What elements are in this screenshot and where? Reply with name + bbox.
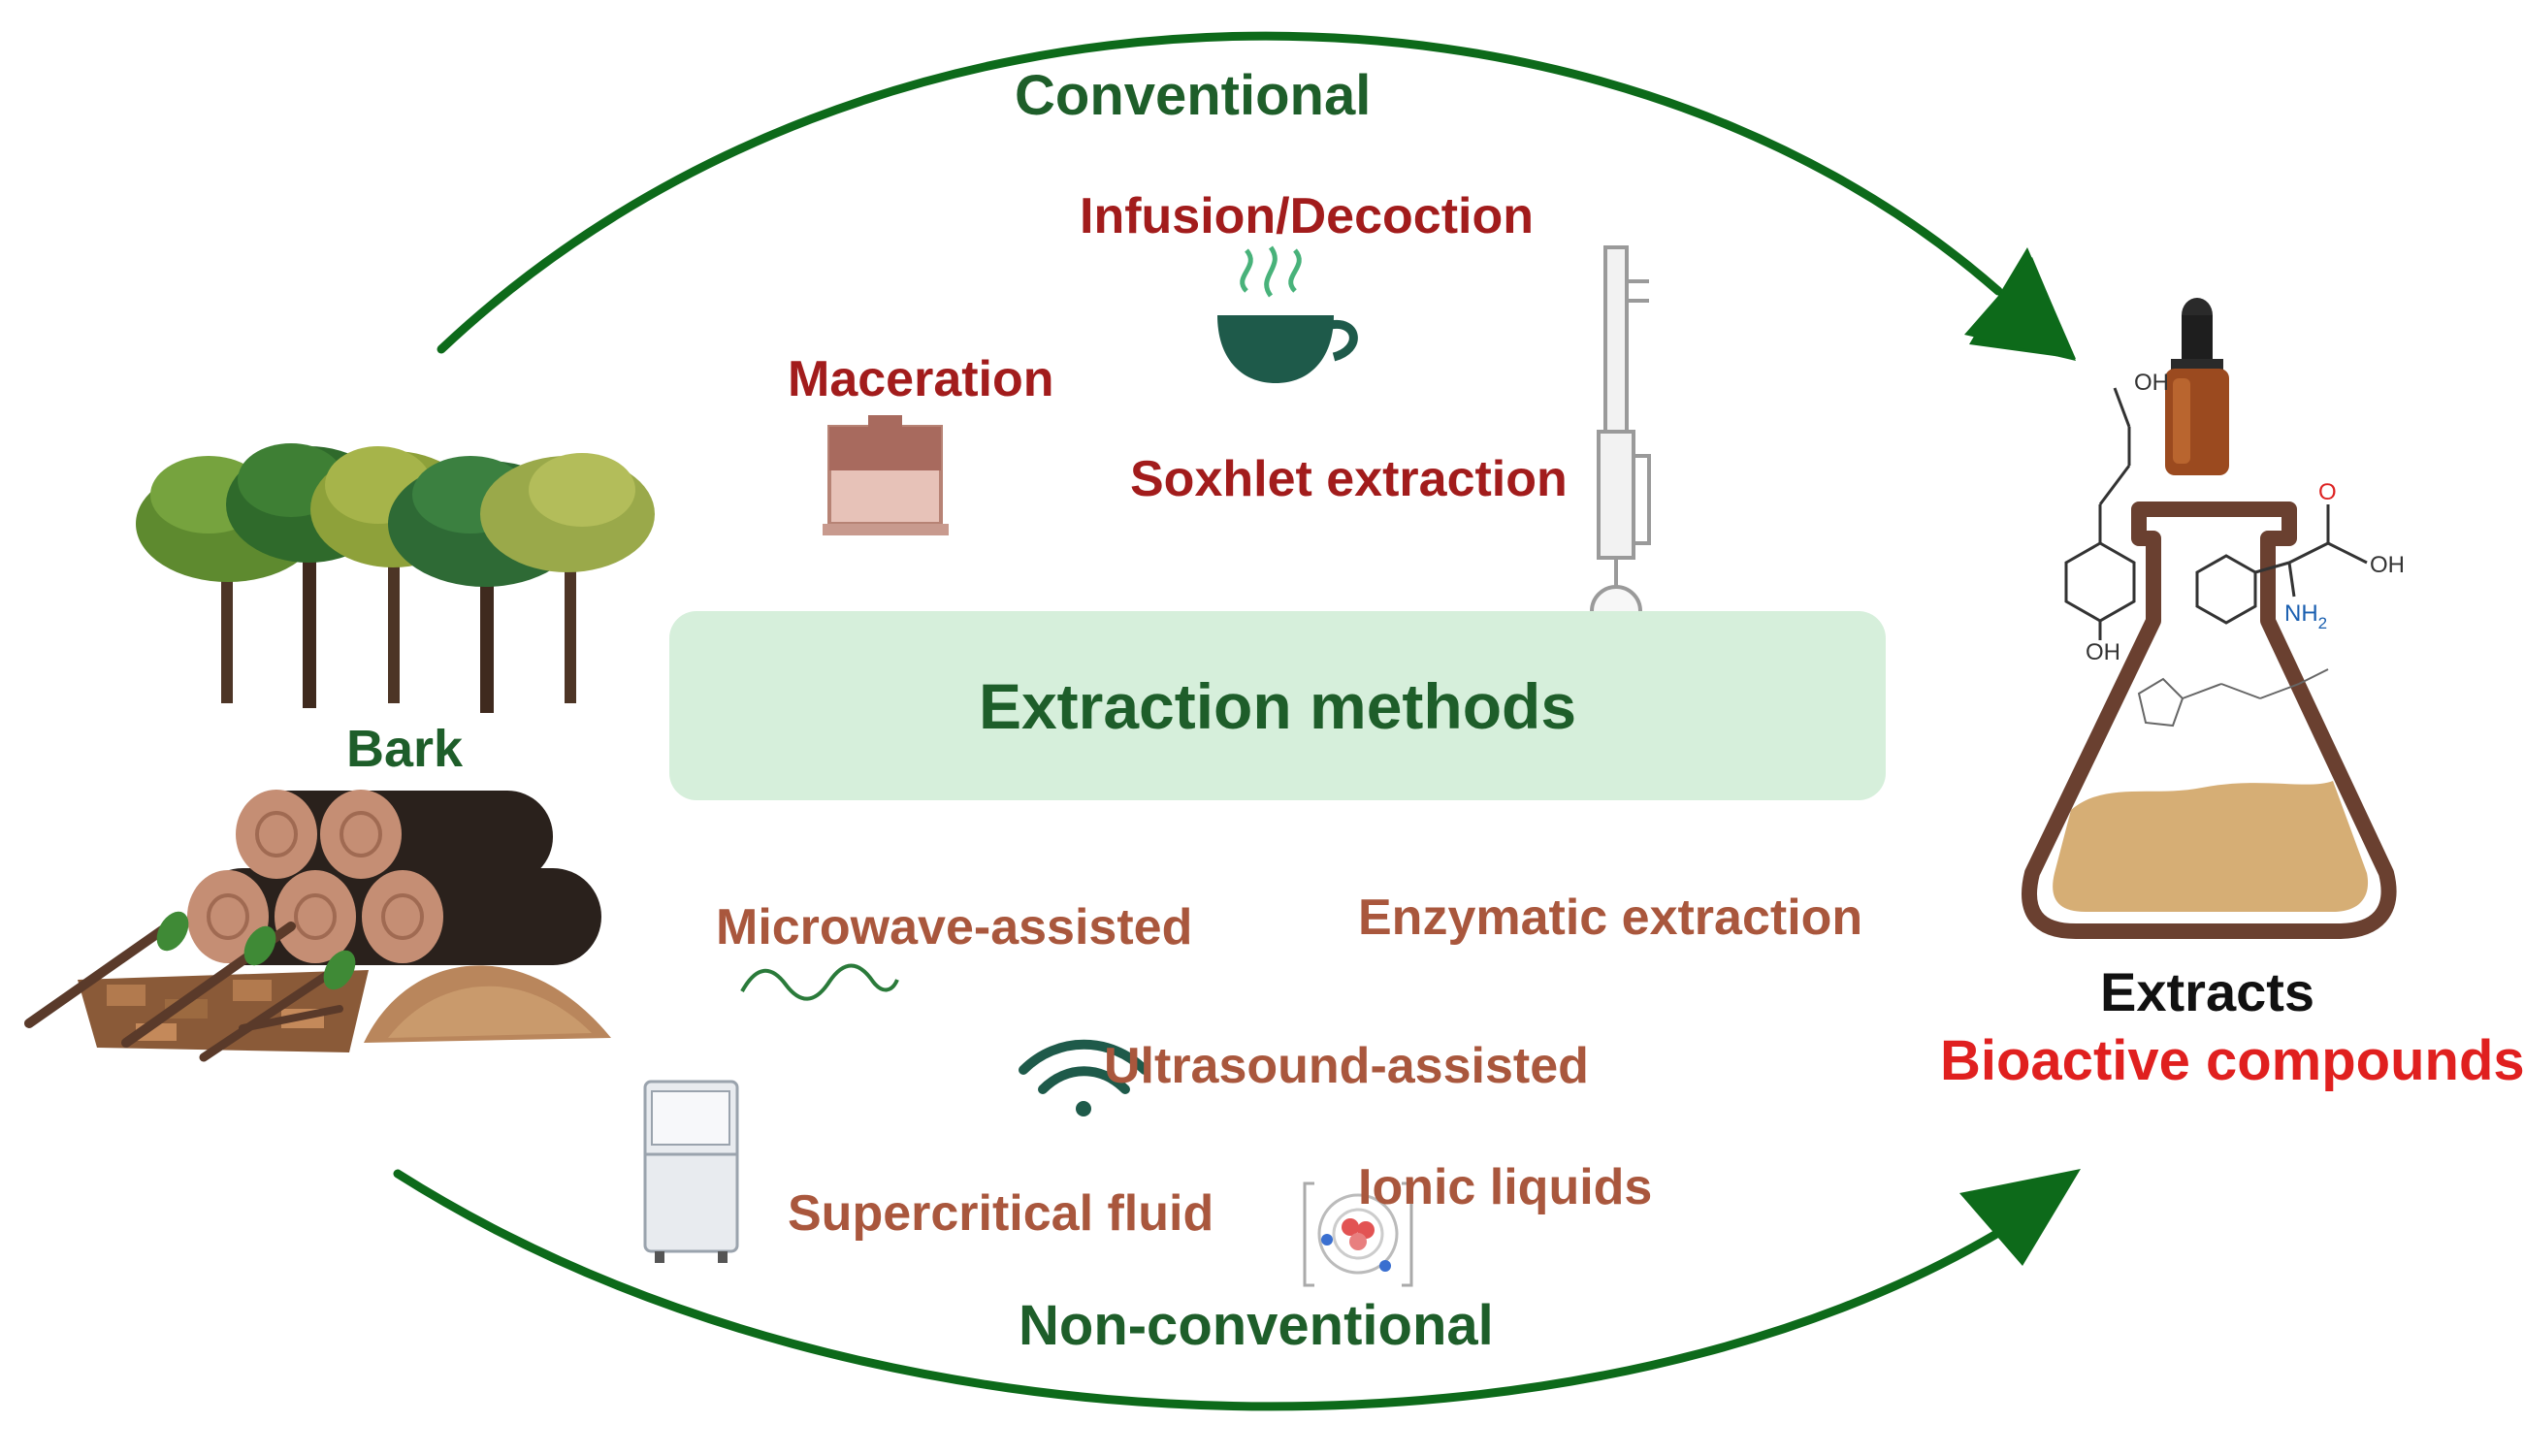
- tree-icon: [480, 453, 655, 703]
- supercritical-unit-icon: [643, 1080, 739, 1263]
- microwave-wave-icon: [740, 963, 899, 1001]
- log-icon: [362, 870, 443, 963]
- maceration-vessel-icon: [823, 415, 949, 535]
- log-icon: [236, 790, 317, 879]
- dropper-bottle-icon: [2165, 298, 2229, 475]
- molecule-structure-icon: [2064, 387, 2368, 728]
- sawdust-pile-icon: [364, 965, 611, 1043]
- atom-icon: [1303, 1181, 1413, 1287]
- erlenmeyer-flask-icon: [2022, 502, 2397, 939]
- microwave-assisted-label: Microwave-assisted: [716, 899, 1193, 955]
- ionic-liquids-label: Ionic liquids: [1358, 1159, 1653, 1215]
- oh-label: OH: [2086, 639, 2120, 665]
- enzymatic-extraction-label: Enzymatic extraction: [1358, 890, 1863, 946]
- ultrasound-assisted-label: Ultrasound-assisted: [1104, 1038, 1589, 1094]
- o-label: O: [2318, 479, 2337, 505]
- trees-icon: [136, 443, 655, 713]
- center-title: Extraction methods: [978, 669, 1577, 742]
- bark-label: Bark: [346, 720, 464, 778]
- nonconventional-arrow: [393, 1169, 2081, 1411]
- wood-chips-icon: [24, 911, 369, 1062]
- tea-cup-icon: [1217, 245, 1358, 383]
- oh-label: OH: [2134, 370, 2169, 396]
- maceration-label: Maceration: [788, 351, 1054, 407]
- molecule-labels: OH OH O OH NH2: [2086, 370, 2405, 665]
- conventional-label: Conventional: [1015, 64, 1372, 127]
- wifi-signal-icon: [1019, 1039, 1149, 1116]
- soxhlet-extraction-label: Soxhlet extraction: [1130, 451, 1568, 507]
- bioactive-compounds-label: Bioactive compounds: [1940, 1029, 2524, 1092]
- non-conventional-label: Non-conventional: [1019, 1294, 1494, 1357]
- log-icon: [275, 870, 356, 963]
- infusion-decoction-label: Infusion/Decoction: [1080, 188, 1534, 244]
- extracts-label: Extracts: [2100, 961, 2315, 1022]
- oh-label: OH: [2370, 552, 2405, 578]
- extraction-methods-box: [669, 611, 1886, 800]
- supercritical-fluid-label: Supercritical fluid: [788, 1185, 1214, 1242]
- nh2-label: NH2: [2284, 600, 2327, 632]
- conventional-arrow: [437, 31, 2076, 361]
- soxhlet-apparatus-icon: [1590, 245, 1651, 637]
- log-icon: [320, 790, 402, 879]
